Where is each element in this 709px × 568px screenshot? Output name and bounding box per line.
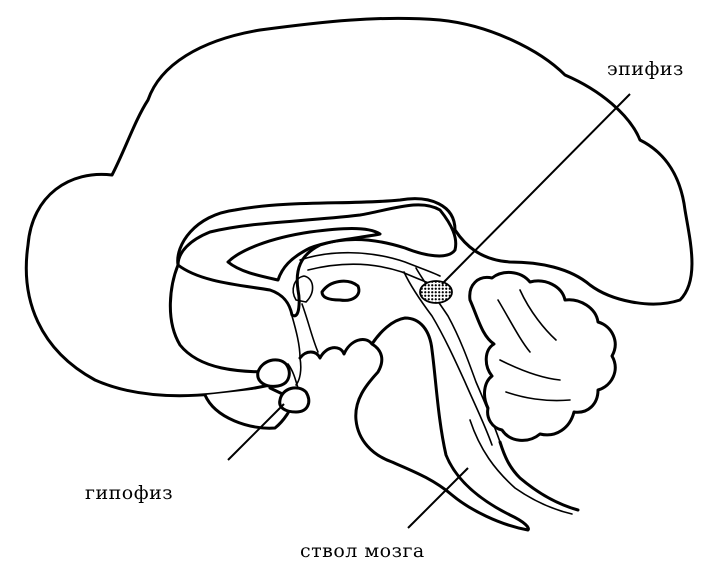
label-hypophysis: гипофиз xyxy=(85,482,173,504)
hypothalamus xyxy=(300,339,372,358)
pineal-gland xyxy=(420,281,452,303)
label-epiphysis: эпифиз xyxy=(607,58,684,80)
cerebellum xyxy=(470,272,615,440)
fornix-line-2 xyxy=(308,264,436,286)
label-brainstem: ствол мозга xyxy=(300,540,425,562)
thalamus xyxy=(322,281,359,300)
corpus-callosum xyxy=(178,205,456,316)
pituitary-gland xyxy=(280,388,309,412)
brainstem-outline-right xyxy=(500,442,578,510)
optic-chiasm xyxy=(258,360,290,387)
third-ventricle-wall-2 xyxy=(302,304,318,352)
